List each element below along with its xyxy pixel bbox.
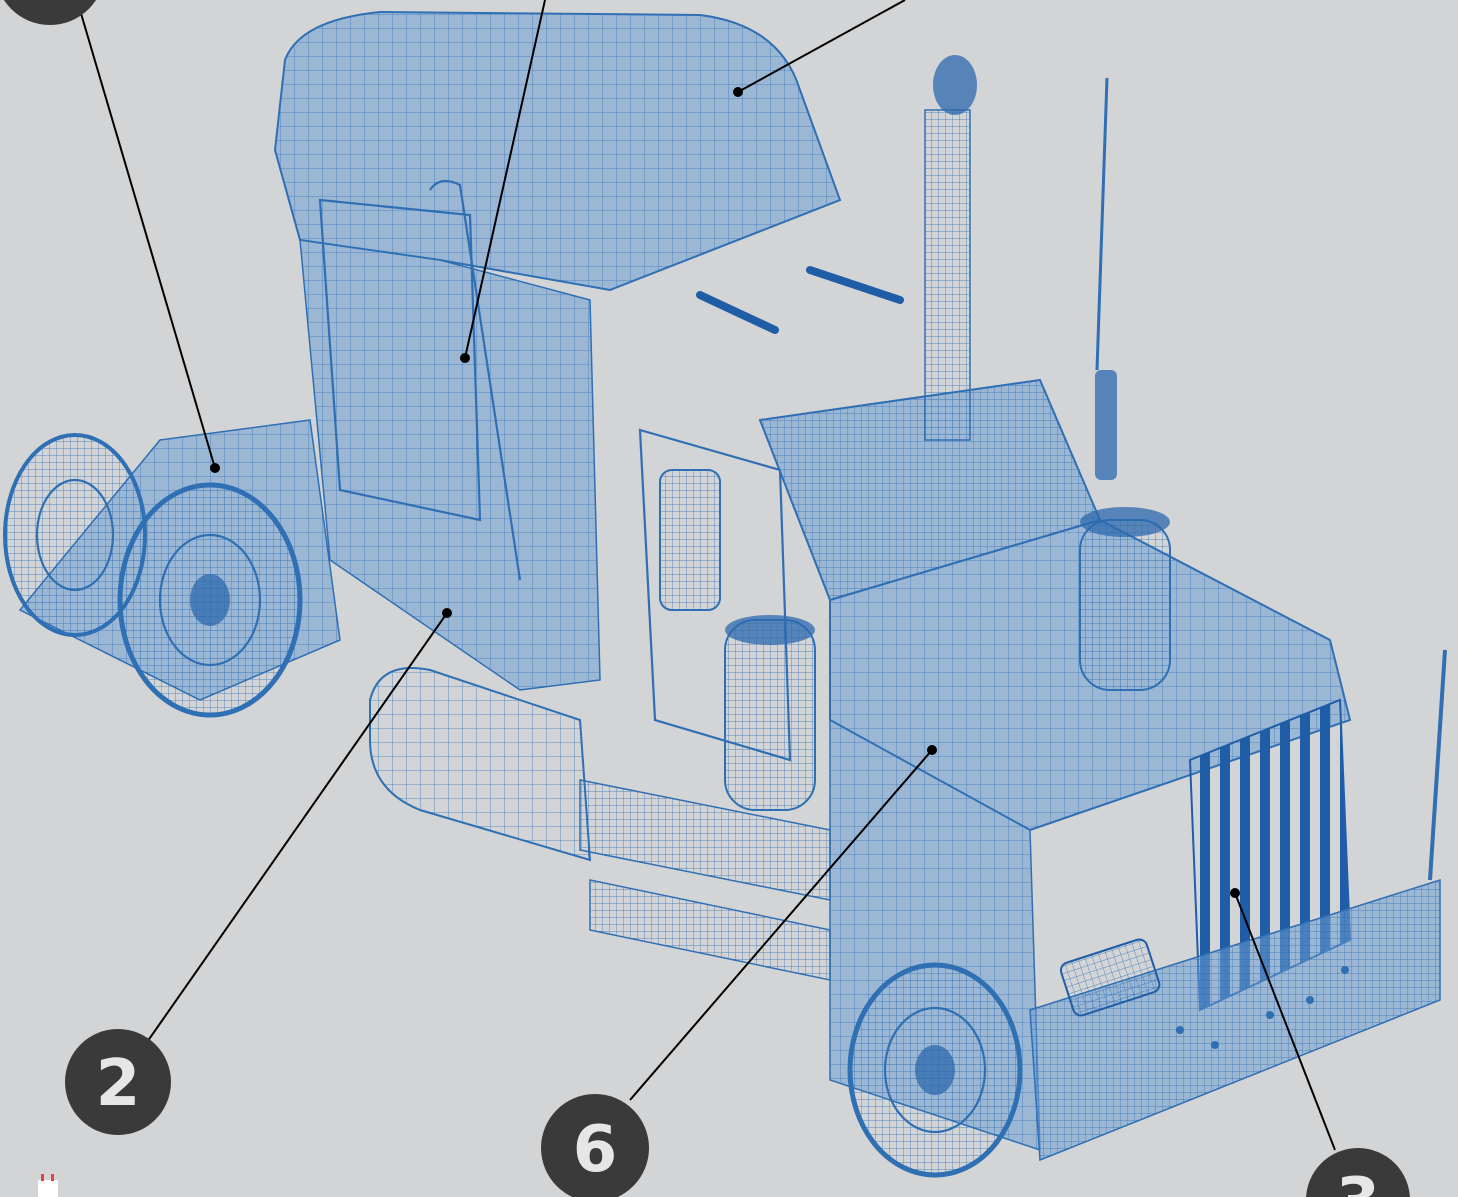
callout-top-left: [3, 0, 97, 25]
leader-dot-2: [442, 608, 452, 618]
leader-dot-top-mid: [460, 353, 470, 363]
air-cleaner-right-icon: [1079, 507, 1171, 691]
callout-label: 3: [1336, 1165, 1381, 1197]
leader-line-2: [144, 612, 448, 1046]
callout-3: 3: [1306, 1148, 1410, 1197]
callout-circle: [1306, 1148, 1410, 1197]
leader-line-top-mid: [464, 0, 546, 359]
leader-line-top-left: [79, 9, 216, 469]
leader-line-top-right: [737, 0, 906, 93]
callout-circle: [65, 1029, 171, 1135]
leader-dot-top-left: [210, 463, 220, 473]
rear-tire-icon: [3, 433, 303, 718]
leader-dot-6: [927, 745, 937, 755]
leader-line-6: [629, 749, 933, 1101]
semi-truck-wireframe-icon: [3, 10, 1447, 1178]
callout-label: 2: [96, 1047, 141, 1121]
leader-dot-3: [1230, 888, 1240, 898]
corner-glyph-icon: [38, 1174, 58, 1197]
leader-dot-top-right: [733, 87, 743, 97]
air-cleaner-left-icon: [724, 615, 816, 811]
callout-6: 6: [541, 1094, 649, 1197]
callout-circle: [3, 0, 97, 25]
callout-circle: [541, 1094, 649, 1197]
callout-label: 6: [573, 1113, 618, 1187]
front-tire-icon: [847, 962, 1023, 1178]
leader-line-3: [1234, 892, 1336, 1151]
leader-lines: [79, 0, 1336, 1151]
callout-2: 2: [65, 1029, 171, 1135]
